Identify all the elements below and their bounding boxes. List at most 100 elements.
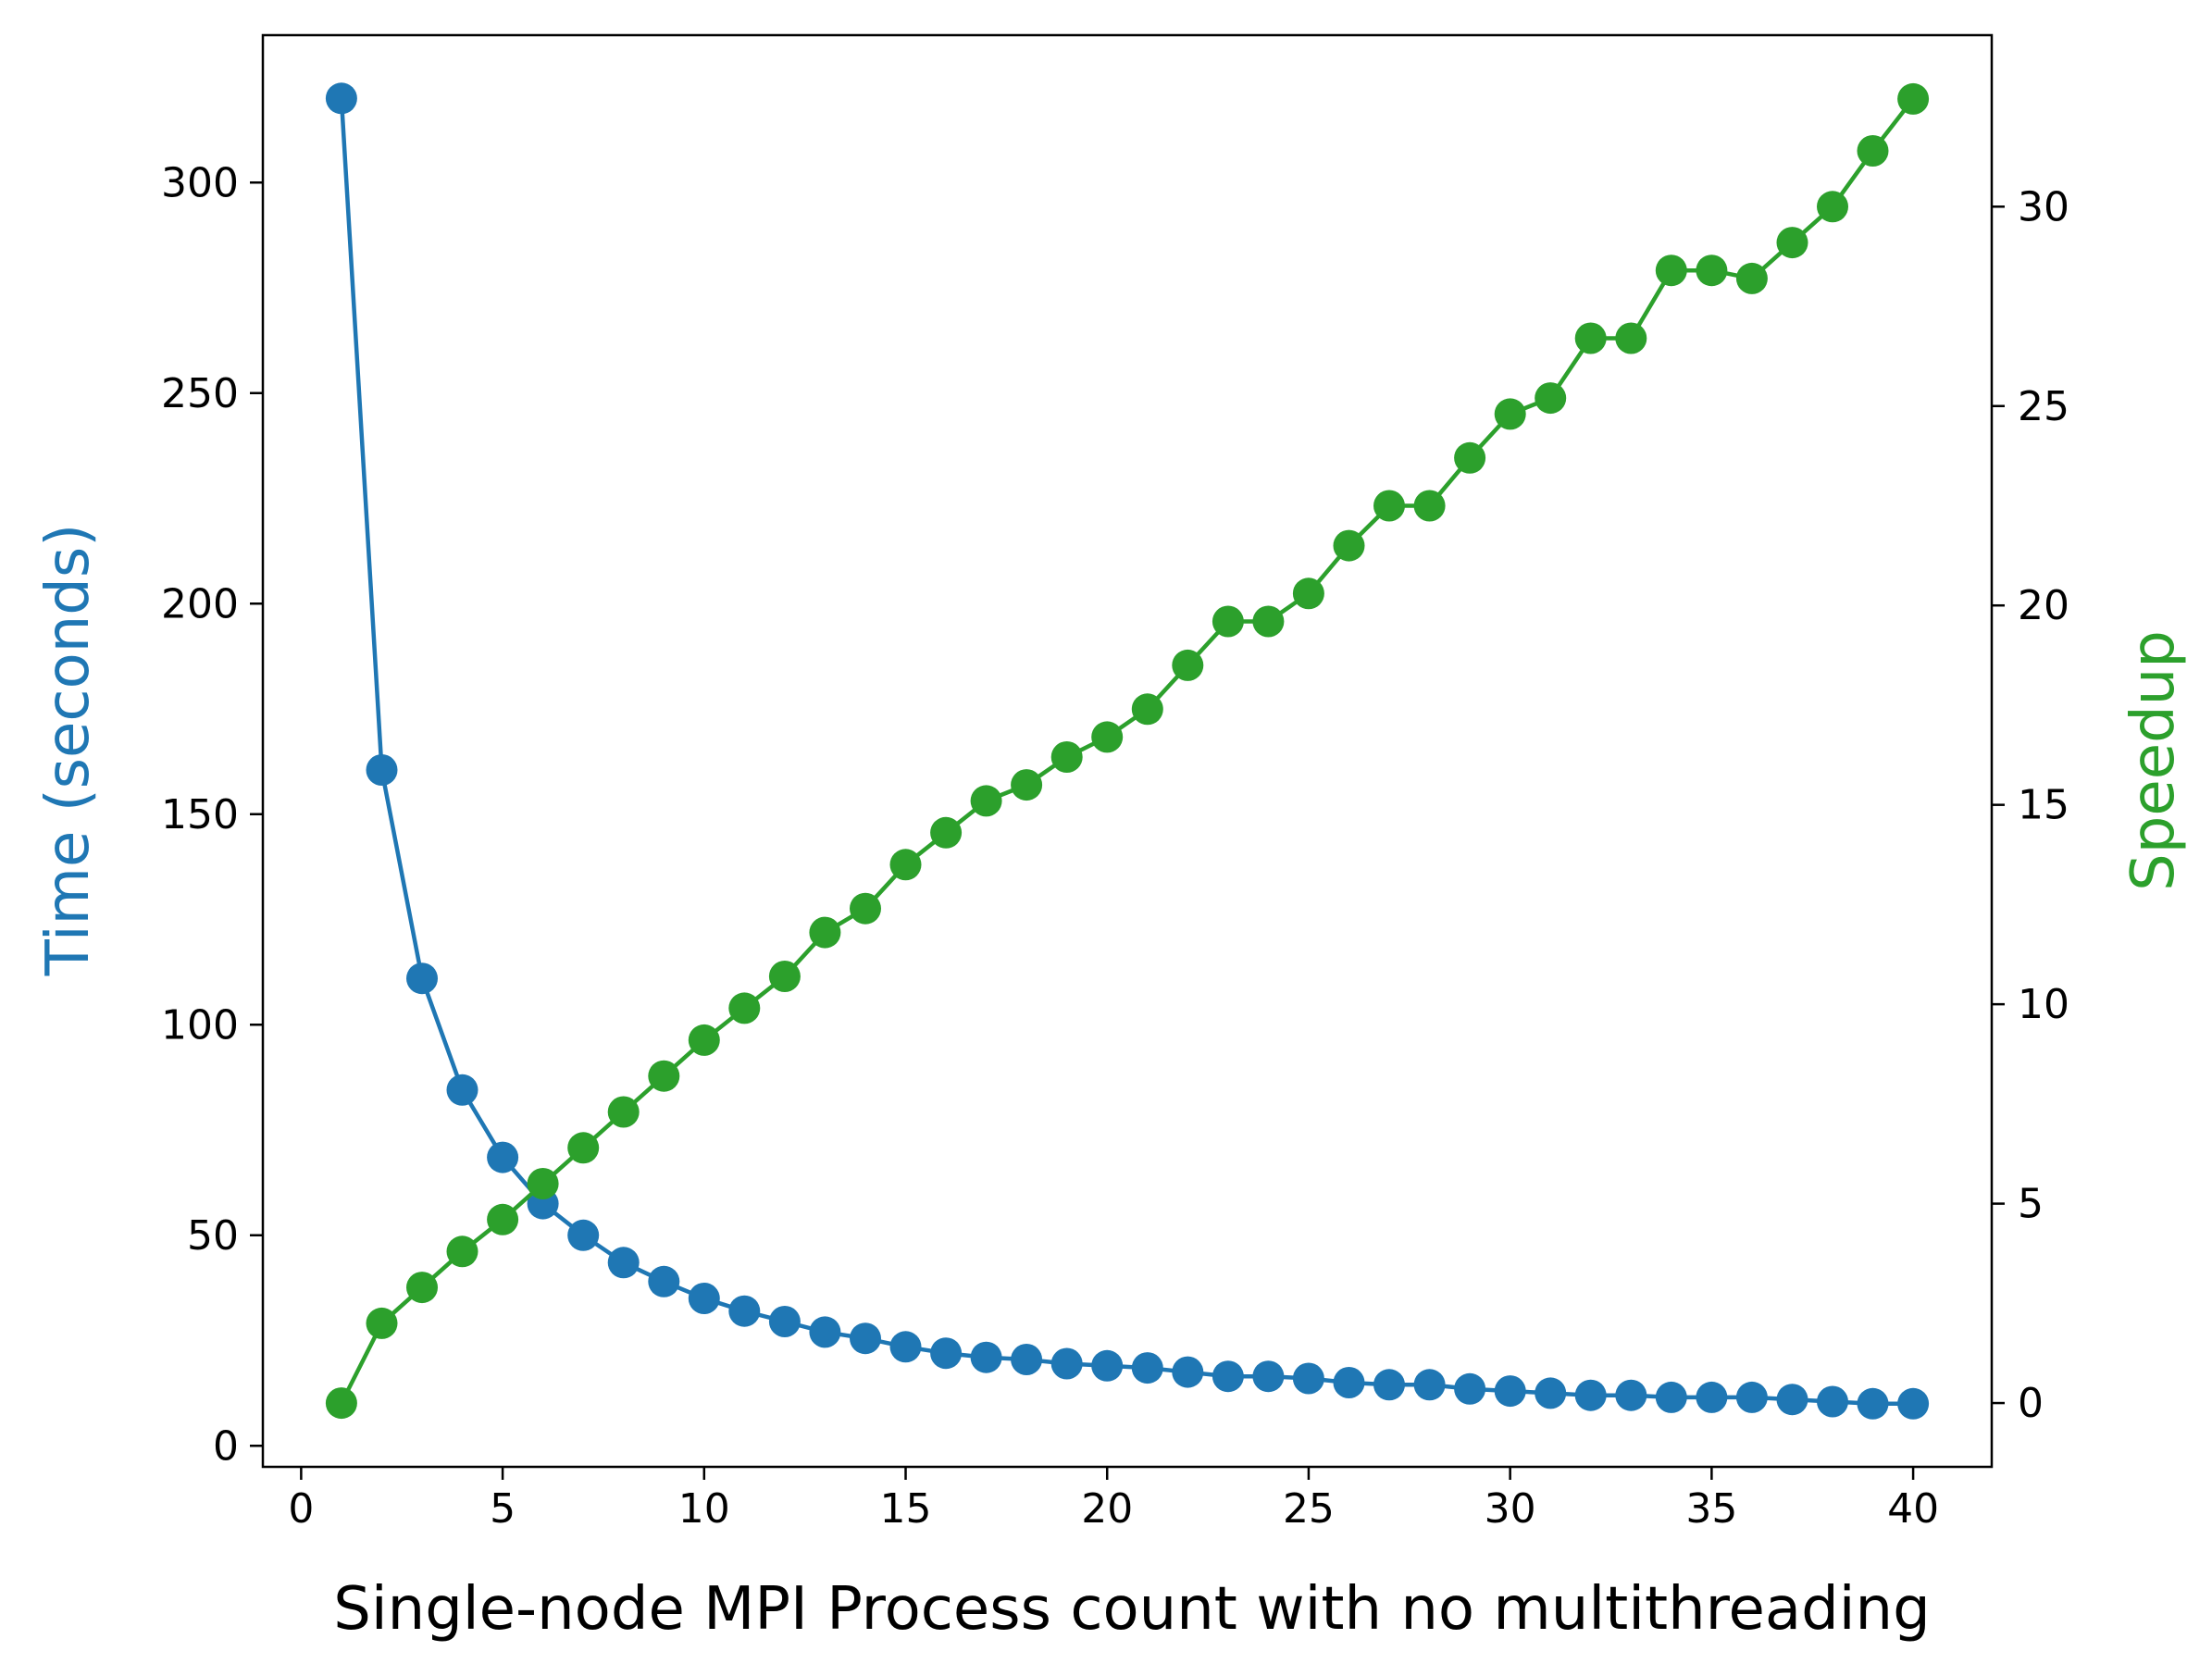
data-point-left [1292,1362,1324,1395]
plot-background [263,35,1992,1467]
data-point-right [688,1024,720,1056]
data-point-right [1172,649,1204,681]
data-point-left [648,1265,680,1297]
data-point-right [1696,255,1728,287]
data-point-right [1535,382,1567,415]
y-right-tick-label: 10 [2018,981,2069,1028]
data-point-right [809,916,841,949]
y-axis-left-label: Time (seconds) [34,524,103,977]
y-left-tick-label: 100 [161,1001,239,1049]
y-right-tick-label: 20 [2018,582,2069,629]
data-point-right [1655,255,1687,287]
data-point-right [325,1387,357,1420]
data-point-left [1696,1381,1728,1413]
x-tick-label: 10 [678,1485,730,1533]
data-point-left [1535,1377,1567,1409]
data-point-right [446,1235,478,1268]
data-point-right [487,1203,519,1235]
data-point-left [325,82,357,115]
data-point-right [1050,741,1083,773]
data-point-right [648,1060,680,1092]
data-point-right [406,1272,438,1304]
data-point-left [768,1306,801,1337]
data-point-left [1131,1352,1163,1384]
y-left-tick-label: 50 [187,1212,239,1260]
data-point-left [1817,1385,1848,1418]
x-tick-label: 20 [1081,1485,1133,1533]
data-point-right [1252,605,1285,638]
data-point-right [1292,577,1324,610]
data-point-left [1373,1369,1405,1401]
data-point-right [1574,322,1607,354]
data-point-left [1091,1349,1124,1382]
data-point-right [527,1168,559,1199]
data-point-right [1333,529,1365,562]
y-left-tick-label: 300 [161,159,239,206]
data-point-right [970,785,1002,817]
data-point-right [728,992,761,1024]
data-point-left [487,1141,519,1173]
data-point-right [1011,769,1043,801]
data-point-right [1454,441,1486,474]
data-point-left [406,962,438,995]
data-point-left [1574,1379,1607,1411]
data-point-left [930,1337,963,1370]
data-point-left [688,1283,720,1314]
x-axis-label: Single-node MPI Process count with no mu… [333,1575,1930,1644]
data-point-right [607,1096,640,1128]
x-tick-label: 35 [1685,1485,1737,1533]
y-right-tick-label: 5 [2018,1181,2044,1228]
data-point-left [1212,1360,1244,1393]
data-point-right [1131,693,1163,726]
data-point-left [607,1247,640,1279]
x-tick-label: 30 [1485,1485,1536,1533]
data-point-right [1817,191,1848,223]
series-right [325,82,1930,1420]
series-line-left [339,98,1914,1407]
series-left [325,82,1930,1420]
data-point-left [1857,1387,1889,1420]
y-right-tick-label: 0 [2018,1380,2044,1427]
y-left-tick-label: 150 [161,791,239,838]
data-point-right [1212,605,1244,638]
data-point-left [809,1316,841,1348]
y-right-tick-label: 25 [2018,383,2069,430]
data-point-right [1413,490,1446,522]
data-point-right [889,849,922,881]
x-tick-label: 0 [288,1485,314,1533]
data-point-left [366,754,398,786]
data-point-left [1615,1379,1647,1411]
series-line-right [339,97,1915,1405]
y-right-tick-label: 15 [2018,782,2069,829]
data-point-left [1494,1375,1526,1408]
x-tick-label: 25 [1283,1485,1335,1533]
data-point-right [1091,721,1124,753]
data-point-left [1333,1367,1365,1398]
y-axis-right-label: Speedup [2119,630,2188,891]
data-point-right [1615,322,1647,354]
data-point-left [1655,1381,1687,1413]
data-point-left [1252,1360,1285,1393]
data-point-left [1776,1384,1808,1416]
data-point-left [567,1219,600,1251]
data-point-right [1897,82,1930,115]
data-point-right [1494,398,1526,430]
data-point-left [970,1341,1002,1373]
data-point-right [930,816,963,849]
data-point-right [850,892,881,925]
data-point-left [728,1295,761,1327]
y-left-tick-label: 200 [161,580,239,627]
data-point-left [1897,1387,1930,1420]
data-point-left [1454,1372,1486,1405]
plot-frame [261,33,1994,1469]
data-point-left [1050,1347,1083,1380]
data-point-right [1373,490,1405,522]
x-tick-label: 40 [1887,1485,1939,1533]
y-left-tick-label: 0 [213,1422,239,1470]
x-tick-label: 15 [880,1485,932,1533]
data-point-left [446,1074,478,1106]
series-layer [325,82,1930,1420]
